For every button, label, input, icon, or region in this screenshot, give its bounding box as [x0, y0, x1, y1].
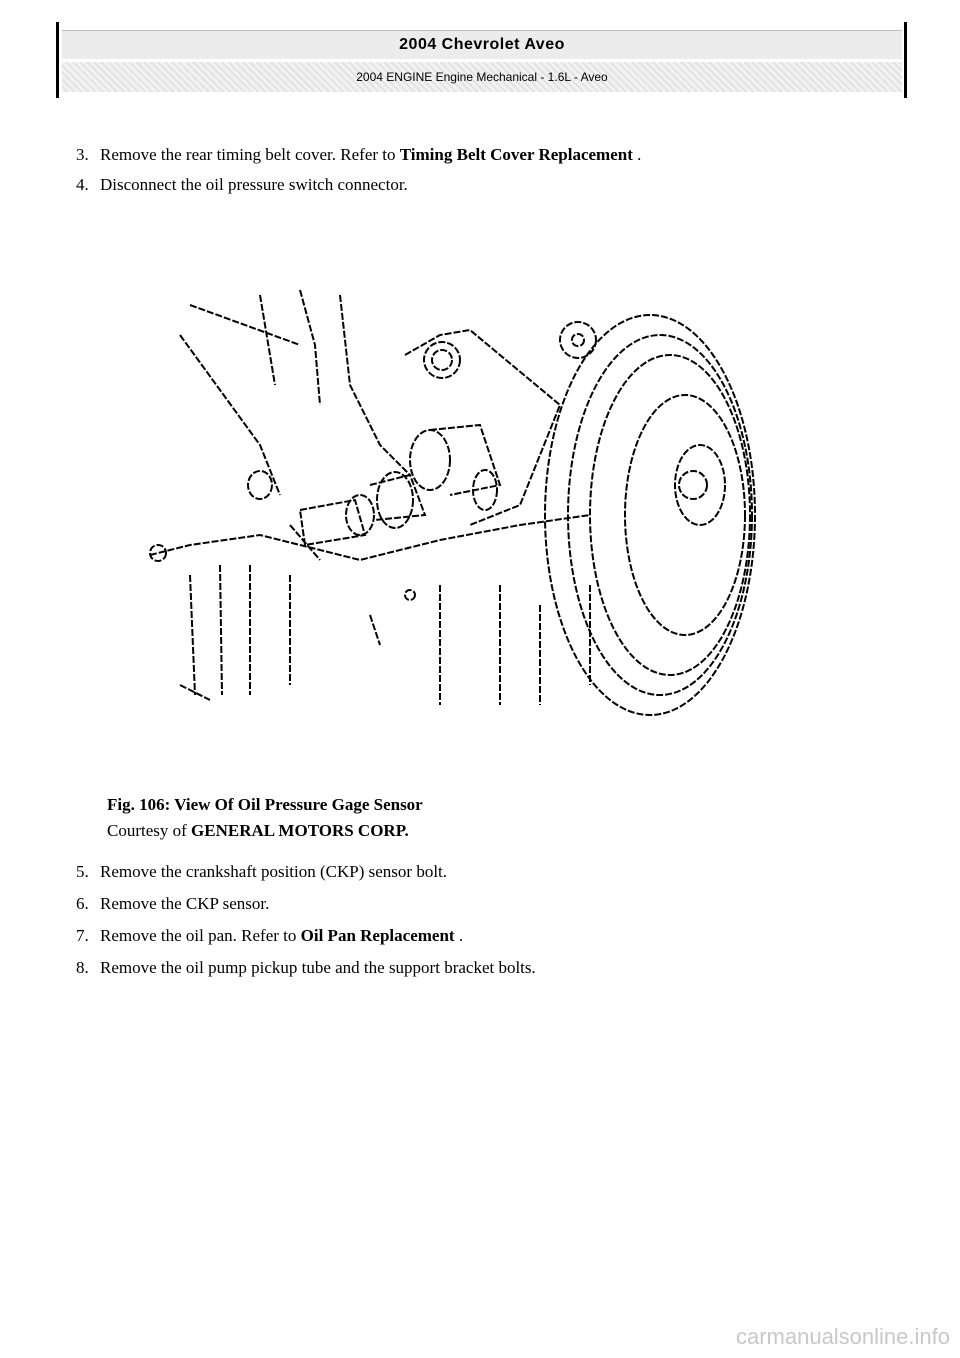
step-text: Disconnect the oil pressure switch conne… [100, 175, 408, 194]
step-4: 4. Disconnect the oil pressure switch con… [76, 175, 408, 195]
step-3: 3. Remove the rear timing belt cover. Ref… [76, 145, 641, 165]
page-header: 2004 Chevrolet Aveo 2004 ENGINE Engine M… [62, 28, 902, 96]
step-number: 7. [76, 926, 89, 945]
step-text: Remove the rear timing belt cover. Refer… [100, 145, 400, 164]
courtesy-org: GENERAL MOTORS CORP. [191, 821, 409, 840]
watermark: carmanualsonline.info [735, 1324, 950, 1349]
figure-courtesy: Courtesy of GENERAL MOTORS CORP. [107, 818, 423, 844]
step-text: Remove the oil pump pickup tube and the … [100, 958, 536, 977]
step-number: 8. [76, 958, 89, 977]
oil-pan-replacement-link[interactable]: Oil Pan Replacement [300, 926, 455, 945]
step-6: 6. Remove the CKP sensor. [76, 894, 269, 914]
figure-title: Fig. 106: View Of Oil Pressure Gage Sens… [107, 795, 423, 814]
timing-belt-cover-link[interactable]: Timing Belt Cover Replacement [399, 145, 633, 164]
step-text-end: . [632, 145, 642, 164]
header-right-rule [904, 22, 907, 98]
step-8: 8. Remove the oil pump pickup tube and th… [76, 958, 536, 978]
step-number: 4. [76, 175, 89, 194]
step-text: Remove the oil pan. Refer to [100, 926, 301, 945]
step-text-end: . [454, 926, 464, 945]
oil-pressure-sensor-illustration [149, 289, 756, 716]
document-subtitle: 2004 ENGINE Engine Mechanical - 1.6L - A… [62, 62, 902, 92]
figure-caption: Fig. 106: View Of Oil Pressure Gage Sens… [107, 792, 423, 844]
step-7: 7. Remove the oil pan. Refer to Oil Pan R… [76, 926, 463, 946]
step-text: Remove the crankshaft position (CKP) sen… [100, 862, 448, 881]
document-title: 2004 Chevrolet Aveo [62, 30, 902, 59]
step-number: 6. [76, 894, 89, 913]
step-text: Remove the CKP sensor. [100, 894, 270, 913]
header-left-rule [56, 22, 59, 98]
courtesy-prefix: Courtesy of [107, 821, 192, 840]
step-5: 5. Remove the crankshaft position (CKP) s… [76, 862, 447, 882]
step-number: 3. [76, 145, 89, 164]
step-number: 5. [76, 862, 89, 881]
